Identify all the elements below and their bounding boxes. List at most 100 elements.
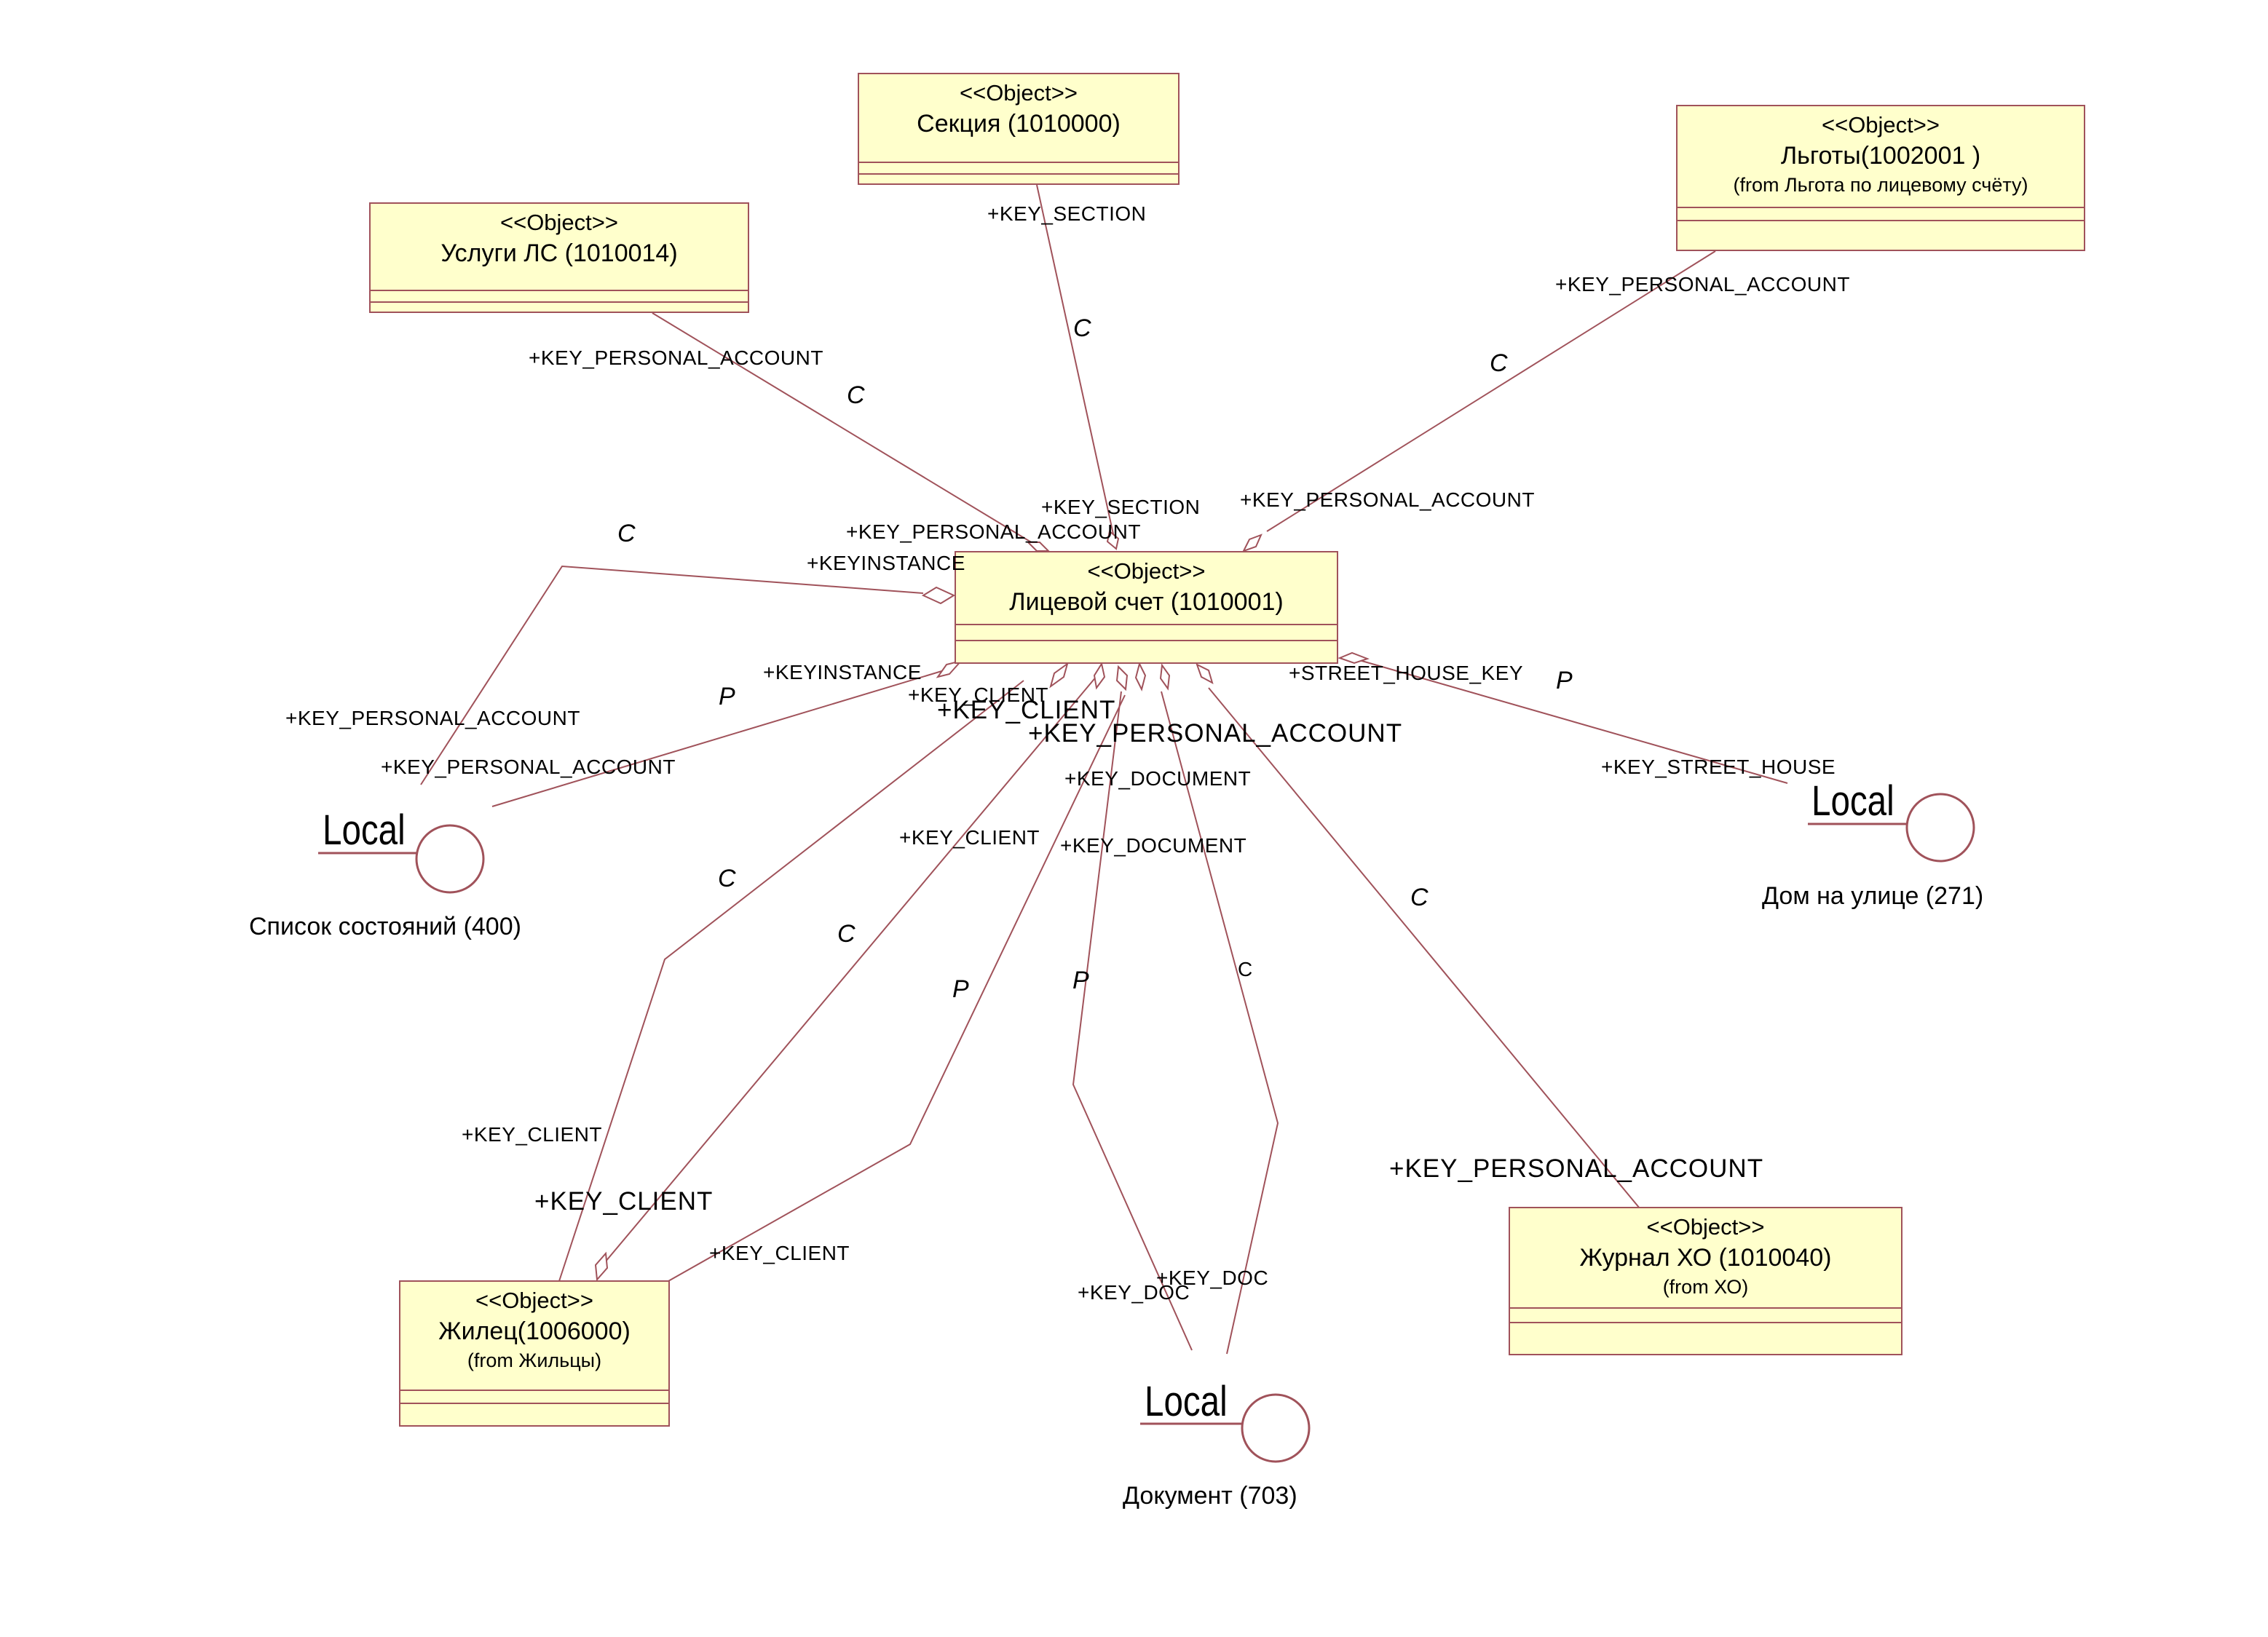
- operation-compartment: [371, 301, 748, 303]
- role-label: +KEY_CLIENT: [908, 683, 1049, 706]
- object-stereotype: <<Object>>: [475, 1288, 593, 1313]
- object-name: Услуги ЛС (1010014): [440, 239, 678, 267]
- assoc-document-line-2: [1161, 691, 1279, 1355]
- role-label: +KEY_PERSONAL_ACCOUNT: [1240, 488, 1535, 511]
- aggregation-diamond: [1093, 662, 1106, 690]
- role-label: +KEY_PERSONAL_ACCOUNT: [285, 707, 580, 729]
- interface-caption-house: Дом на улице (271): [1762, 882, 1984, 910]
- object-name: Льготы(1002001 ): [1780, 142, 1981, 170]
- aggregation-diamond: [1196, 662, 1214, 685]
- attribute-compartment: [859, 162, 1178, 163]
- object-name: Секция (1010000): [917, 110, 1121, 138]
- aggregation-diamond: [1106, 530, 1120, 550]
- role-label: +KEY_DOCUMENT: [1060, 834, 1247, 857]
- assoc-journal-line: [1208, 687, 1640, 1209]
- multiplicity-label: P: [952, 975, 969, 1003]
- role-label: +KEY_CLIENT: [899, 826, 1040, 849]
- role-label: +KEY_CLIENT: [534, 1187, 714, 1216]
- object-stereotype: <<Object>>: [959, 80, 1078, 106]
- object-services[interactable]: <<Object>> Услуги ЛС (1010014): [369, 202, 749, 313]
- role-label: +KEY_STREET_HOUSE: [1601, 756, 1836, 778]
- interface-circle-document[interactable]: [1241, 1393, 1311, 1463]
- aggregation-diamond: [594, 1251, 609, 1282]
- multiplicity-label: C: [837, 920, 856, 948]
- multiplicity-label: P: [1556, 667, 1573, 694]
- object-stereotype: <<Object>>: [1087, 558, 1206, 584]
- attribute-compartment: [1678, 207, 2084, 208]
- role-label: +KEYINSTANCE: [763, 661, 922, 683]
- role-label: +KEY_CLIENT: [709, 1242, 850, 1264]
- object-account[interactable]: <<Object>> Лицевой счет (1010001): [955, 551, 1338, 664]
- assoc-resident-line-3: [668, 694, 1126, 1282]
- aggregation-diamond: [936, 659, 963, 678]
- object-package: (from Жильцы): [467, 1349, 602, 1371]
- object-package: (from Льгота по лицевому счёту): [1733, 174, 2028, 196]
- role-label: +KEYINSTANCE: [807, 552, 965, 574]
- role-label: +KEY_SECTION: [1041, 496, 1201, 518]
- role-label: +KEY_PERSONAL_ACCOUNT: [1555, 273, 1850, 296]
- object-stereotype: <<Object>>: [1646, 1214, 1765, 1240]
- object-package: (from ХО): [1662, 1276, 1749, 1298]
- attribute-compartment: [1510, 1307, 1901, 1309]
- object-benefits[interactable]: <<Object>> Льготы(1002001 ) (from Льгота…: [1676, 105, 2085, 251]
- interface-keyword-house: Local: [1811, 777, 1894, 825]
- interface-keyword-document: Local: [1145, 1378, 1228, 1425]
- object-stereotype: <<Object>>: [1821, 112, 1940, 138]
- interface-caption-states: Список состояний (400): [249, 913, 521, 940]
- aggregation-diamond: [921, 586, 956, 605]
- multiplicity-label: C: [1073, 314, 1091, 342]
- multiplicity-label: C: [1490, 349, 1508, 377]
- assoc-house-line: [1354, 658, 1788, 784]
- assoc-states-line-upper: [420, 565, 924, 785]
- assoc-document-line-1: [1072, 691, 1193, 1351]
- operation-compartment: [859, 173, 1178, 175]
- assoc-section-line: [1036, 184, 1117, 548]
- aggregation-diamond: [1049, 662, 1069, 689]
- assoc-states-line-lower: [491, 669, 947, 807]
- role-label: +KEY_CLIENT: [462, 1123, 603, 1146]
- role-label: +KEY_CLIENT: [937, 696, 1116, 724]
- assoc-services-line: [652, 312, 1040, 548]
- role-label: +KEY_PERSONAL_ACCOUNT: [381, 756, 676, 778]
- multiplicity-label: C: [1238, 958, 1253, 980]
- role-label: +STREET_HOUSE_KEY: [1289, 662, 1524, 684]
- object-journal[interactable]: <<Object>> Журнал ХО (1010040) (from ХО): [1509, 1207, 1902, 1355]
- operation-compartment: [1510, 1322, 1901, 1323]
- interface-keyword-states: Local: [323, 806, 406, 854]
- interface-caption-document: Документ (703): [1123, 1482, 1297, 1510]
- role-label: +KEY_PERSONAL_ACCOUNT: [1028, 719, 1403, 748]
- multiplicity-label: C: [617, 520, 636, 547]
- multiplicity-label: P: [1072, 967, 1089, 994]
- role-label: +KEY_PERSONAL_ACCOUNT: [529, 346, 823, 369]
- operation-compartment: [956, 640, 1337, 641]
- role-label: +KEY_PERSONAL_ACCOUNT: [846, 520, 1141, 543]
- assoc-benefits-line: [1266, 250, 1716, 532]
- object-resident[interactable]: <<Object>> Жилец(1006000) (from Жильцы): [399, 1280, 670, 1427]
- role-label: +KEY_DOC: [1156, 1267, 1269, 1289]
- object-section[interactable]: <<Object>> Секция (1010000): [858, 73, 1180, 185]
- multiplicity-label: P: [719, 683, 735, 710]
- interface-circle-states[interactable]: [415, 824, 485, 894]
- attribute-compartment: [400, 1390, 668, 1391]
- role-label: +KEY_PERSONAL_ACCOUNT: [1389, 1154, 1764, 1183]
- aggregation-diamond: [1134, 662, 1147, 691]
- object-stereotype: <<Object>>: [499, 210, 618, 235]
- role-label: +KEY_DOC: [1078, 1281, 1190, 1304]
- multiplicity-label: C: [718, 865, 736, 892]
- role-label: +KEY_SECTION: [987, 202, 1147, 225]
- aggregation-diamond: [1338, 651, 1370, 665]
- interface-circle-house[interactable]: [1905, 793, 1975, 863]
- aggregation-diamond: [1159, 663, 1171, 691]
- attribute-compartment: [956, 624, 1337, 625]
- role-label: +KEY_DOCUMENT: [1064, 767, 1252, 790]
- attribute-compartment: [371, 290, 748, 291]
- aggregation-diamond: [1241, 534, 1263, 552]
- multiplicity-label: C: [1410, 884, 1429, 911]
- object-name: Жилец(1006000): [438, 1317, 631, 1345]
- multiplicity-label: C: [847, 381, 865, 409]
- aggregation-diamond: [1115, 665, 1129, 691]
- assoc-resident-line-2: [601, 675, 1098, 1267]
- object-name: Лицевой счет (1010001): [1009, 588, 1284, 616]
